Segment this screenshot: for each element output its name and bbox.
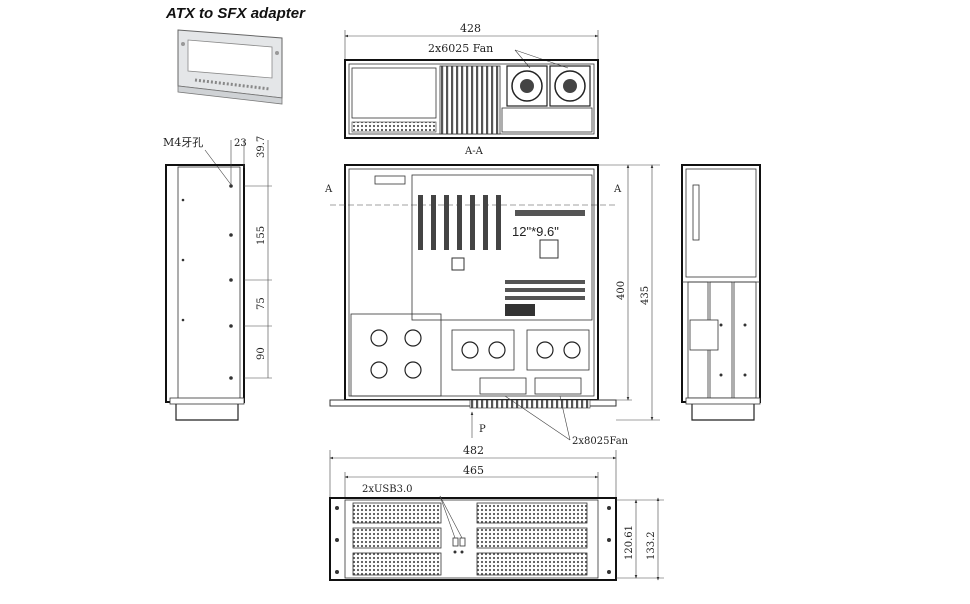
depth-dim-435: 435 (640, 286, 651, 305)
front-fan-label: 2x8025Fan (572, 436, 629, 447)
adapter-bracket-image (177, 29, 283, 105)
depth-dim-400: 400 (616, 281, 627, 300)
front-height-inner: 120.61 (624, 525, 635, 560)
top-width-dim: 428 (460, 22, 481, 35)
section-label: A-A (464, 146, 484, 157)
section-mark-right: A (613, 184, 622, 195)
adapter-title: ATX to SFX adapter (165, 5, 306, 22)
front-view: 482 465 2xUSB3.0 (329, 444, 664, 581)
front-overall-width: 482 (463, 444, 484, 457)
view-arrow-label: P (479, 424, 486, 435)
side-dim-90: 90 (256, 347, 267, 360)
side-dim-39: 39.7 (256, 136, 267, 158)
side-view-left: M4牙孔 23 39.7 155 75 90 (163, 136, 272, 421)
side-dim-155: 155 (256, 226, 267, 245)
front-inner-width: 465 (463, 464, 484, 477)
side-dim-75: 75 (256, 297, 267, 310)
side-view-right (681, 164, 761, 421)
section-mark-left: A (324, 184, 333, 195)
plan-view: A A 12"*9.6" (324, 164, 660, 447)
side-dim-23: 23 (234, 138, 247, 149)
board-size-label: 12"*9.6" (512, 224, 559, 239)
top-view: 428 2x6025 Fan A-A (344, 22, 599, 157)
front-height-overall: 133.2 (646, 531, 657, 560)
usb-label: 2xUSB3.0 (362, 484, 413, 495)
thread-label: M4牙孔 (163, 136, 203, 149)
top-fan-label: 2x6025 Fan (428, 42, 493, 55)
